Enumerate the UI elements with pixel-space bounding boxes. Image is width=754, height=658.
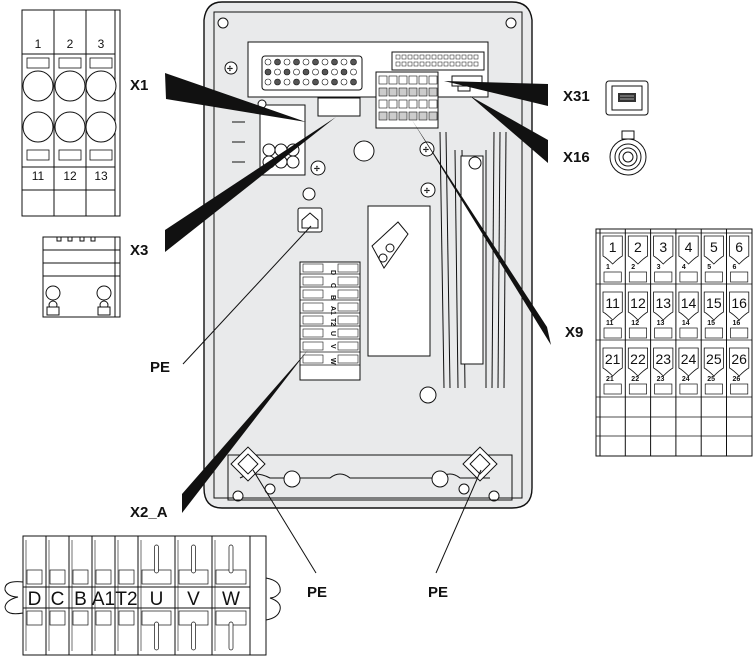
x9-pin-sublabel: 21: [606, 376, 614, 383]
x2a-pin-label: W: [222, 589, 240, 610]
label-pe-bottom-right: PE: [428, 584, 448, 601]
x9-pin-label: 12: [630, 295, 646, 311]
svg-text:✢: ✢: [314, 165, 320, 173]
x9-board-terminal: [375, 71, 483, 129]
x9-pin-sublabel: 23: [657, 376, 665, 383]
x9-pin-label: 22: [630, 351, 646, 367]
x2a-pin-label: T2: [115, 589, 137, 610]
svg-text:T2: T2: [329, 318, 336, 326]
x9-pin-sublabel: 22: [631, 376, 639, 383]
x9-pin-label: 4: [685, 239, 693, 255]
x9-pin-sublabel: 24: [682, 376, 690, 383]
x9-terminal-detail: 1122334455661111121213131414151516162121…: [595, 228, 753, 457]
svg-text:B: B: [329, 295, 336, 300]
svg-text:✢: ✢: [227, 65, 233, 73]
x2a-pin-label: D: [28, 589, 42, 610]
x1-pin-label: 1: [35, 37, 42, 51]
pe-gland-left: [230, 446, 276, 495]
svg-text:A1: A1: [329, 306, 336, 315]
x9-pin-label: 16: [731, 295, 747, 311]
pe-terminal-top: [297, 187, 323, 233]
pe-bottom-right-leader: [435, 469, 482, 574]
x9-pin-label: 14: [681, 295, 697, 311]
x9-pin-label: 1: [609, 239, 617, 255]
x9-pin-sublabel: 6: [733, 264, 737, 271]
x1-pin-label: 13: [94, 169, 108, 183]
x1-pin-label: 12: [63, 169, 77, 183]
x9-pin-sublabel: 3: [657, 264, 661, 271]
leader-lines: [165, 73, 551, 574]
x2a-leader: [182, 350, 308, 513]
svg-text:W: W: [329, 358, 336, 365]
x9-pin-sublabel: 2: [631, 264, 635, 271]
x9-pin-sublabel: 15: [707, 320, 715, 327]
x9-pin-label: 3: [659, 239, 667, 255]
label-pe-left: PE: [150, 359, 170, 376]
screws: ✢ ✢ ✢: [310, 140, 436, 198]
x9-pin-sublabel: 5: [707, 264, 711, 271]
x9-pin-label: 23: [655, 351, 671, 367]
brake-module: [367, 205, 431, 357]
x2a-pin-label: V: [187, 589, 200, 610]
x1-pin-label: 2: [67, 37, 74, 51]
control-connector-block: ✢: [224, 41, 489, 98]
x2a-pin-label: C: [51, 589, 65, 610]
x3-terminal-detail: [42, 236, 121, 318]
x9-leader: [412, 120, 551, 345]
x9-pin-sublabel: 13: [657, 320, 665, 327]
x9-pin-label: 26: [731, 351, 747, 367]
label-x9: X9: [565, 324, 583, 341]
pe-bottom-left-leader: [252, 469, 317, 574]
x9-pin-sublabel: 26: [733, 376, 741, 383]
svg-text:C: C: [329, 283, 336, 288]
x9-pin-label: 11: [605, 295, 620, 311]
x9-pin-sublabel: 14: [682, 320, 690, 327]
x2-board-terminal: D C B A1 T2 U V W: [299, 261, 361, 381]
x9-pin-label: 5: [710, 239, 718, 255]
svg-text:✢: ✢: [423, 146, 429, 154]
labels: X1 X3 PE X2_A X31 X16 X9 PE PE: [130, 77, 590, 601]
pe-gland-right: [458, 446, 498, 495]
x1-pin-label: 11: [32, 169, 45, 183]
x9-pin-sublabel: 11: [606, 320, 614, 327]
x9-pin-sublabel: 16: [733, 320, 741, 327]
label-x2a: X2_A: [130, 504, 168, 521]
x9-pin-sublabel: 1: [606, 264, 610, 271]
x1-pin-label: 3: [98, 37, 105, 51]
label-x1: X1: [130, 77, 148, 94]
svg-text:U: U: [329, 331, 336, 336]
x9-pin-label: 15: [706, 295, 722, 311]
x16-round-socket: [609, 130, 647, 176]
svg-text:✢: ✢: [424, 187, 430, 195]
label-x16: X16: [563, 149, 590, 166]
x3-leader: [165, 117, 336, 252]
x9-pin-sublabel: 25: [707, 376, 715, 383]
x2a-pin-label: A1: [92, 589, 115, 610]
x9-pin-label: 13: [655, 295, 671, 311]
x9-pin-label: 24: [681, 351, 697, 367]
label-pe-bottom-left: PE: [307, 584, 327, 601]
svg-text:D: D: [329, 270, 336, 275]
label-x3: X3: [130, 242, 148, 259]
x2a-pin-label: B: [74, 589, 87, 610]
svg-text:V: V: [329, 344, 336, 349]
pe-left-leader: [182, 225, 312, 365]
x9-pin-label: 2: [634, 239, 642, 255]
x1-leader: [165, 73, 306, 122]
x9-pin-sublabel: 4: [682, 264, 686, 271]
x31-rj-socket: [605, 80, 649, 116]
x16-leader: [470, 96, 548, 163]
x9-pin-label: 6: [735, 239, 743, 255]
x9-pin-label: 25: [706, 351, 722, 367]
x31-leader: [444, 81, 548, 106]
x9-pin-sublabel: 12: [631, 320, 639, 327]
x2a-pin-label: U: [150, 589, 164, 610]
x9-pin-label: 21: [605, 351, 621, 367]
label-x31: X31: [563, 88, 590, 105]
